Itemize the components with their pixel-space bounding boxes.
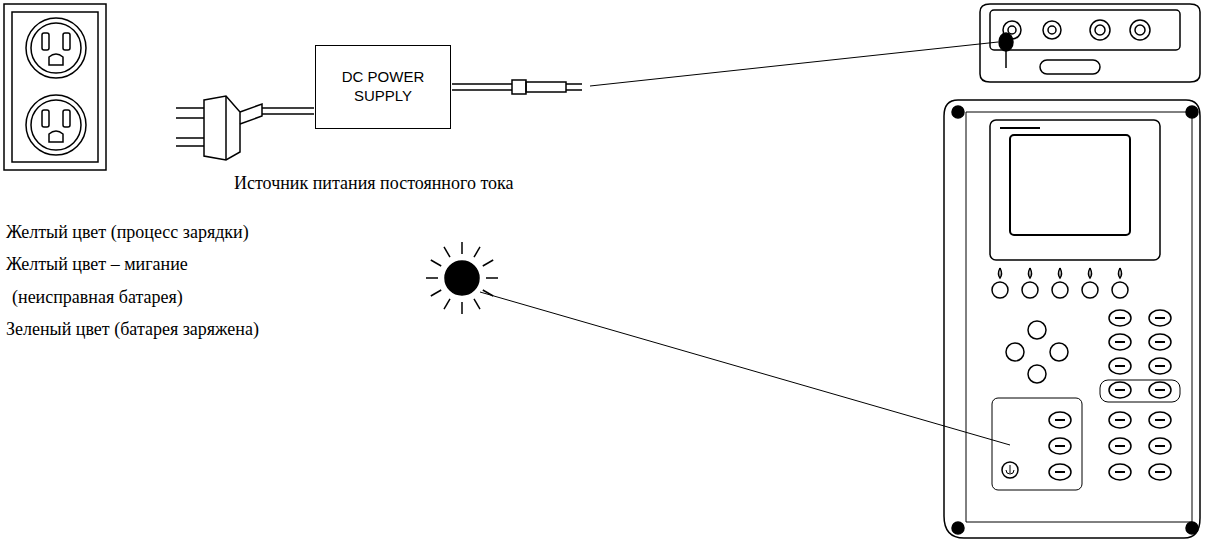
led-ray xyxy=(431,260,441,266)
key-mark xyxy=(1115,365,1125,367)
softkey-mark xyxy=(1119,268,1122,278)
led-ray xyxy=(461,242,463,254)
key-button xyxy=(1149,412,1171,428)
status-label: Зеленый цвет (батарея заряжена) xyxy=(6,319,259,341)
wall-outlet xyxy=(4,4,106,170)
key-button xyxy=(1109,334,1131,350)
key-mark xyxy=(1155,317,1165,319)
key-button xyxy=(1149,334,1171,350)
key-button xyxy=(1149,438,1171,454)
key-mark xyxy=(1155,365,1165,367)
led-ray xyxy=(444,299,450,309)
key-button xyxy=(1109,358,1131,374)
softkey xyxy=(1112,282,1128,298)
key-mark xyxy=(1055,471,1065,473)
status-label: Желтый цвет (процесс зарядки) xyxy=(6,222,249,244)
key-button xyxy=(1149,310,1171,326)
device-front-view xyxy=(944,100,1200,538)
led-ray xyxy=(444,247,450,257)
leader-line xyxy=(480,292,1010,445)
caption-label: Источник питания постоянного тока xyxy=(234,173,514,195)
key-button xyxy=(1109,310,1131,326)
key-button xyxy=(1149,382,1171,398)
key-button xyxy=(1109,382,1131,398)
key-mark xyxy=(1115,389,1125,391)
dc-connector xyxy=(512,80,582,94)
power-plug xyxy=(176,96,262,160)
node-label: DC POWER SUPPLY xyxy=(335,68,431,106)
device-top-view xyxy=(980,4,1200,82)
status-label: (неисправная батарея) xyxy=(12,287,183,309)
output-cord xyxy=(452,84,512,90)
key-mark xyxy=(1115,445,1125,447)
softkey xyxy=(1022,282,1038,298)
softkey-mark xyxy=(1089,268,1092,278)
led-ray xyxy=(483,260,493,266)
key-button xyxy=(1049,412,1071,428)
key-mark xyxy=(1115,317,1125,319)
key-group xyxy=(1100,380,1180,402)
softkey xyxy=(1082,282,1098,298)
key-button xyxy=(1149,464,1171,480)
key-mark xyxy=(1155,389,1165,391)
softkey-mark xyxy=(1059,268,1062,278)
key-mark xyxy=(1155,341,1165,343)
key-button xyxy=(1109,438,1131,454)
key-mark xyxy=(1115,341,1125,343)
softkey xyxy=(1052,282,1068,298)
led-ray xyxy=(486,277,498,279)
key-button xyxy=(1109,412,1131,428)
softkey-mark xyxy=(1029,268,1032,278)
key-button xyxy=(1109,464,1131,480)
softkey xyxy=(992,282,1008,298)
led-ray xyxy=(431,290,441,296)
power-cord xyxy=(262,107,314,109)
softkey-mark xyxy=(999,268,1002,278)
led-symbol xyxy=(426,242,498,314)
leader-line xyxy=(590,42,998,86)
key-mark xyxy=(1115,419,1125,421)
key-button xyxy=(1049,464,1071,480)
key-mark xyxy=(1055,419,1065,421)
key-mark xyxy=(1155,419,1165,421)
key-mark xyxy=(1155,471,1165,473)
power-cord xyxy=(262,113,314,115)
key-button xyxy=(1049,438,1071,454)
led-ray xyxy=(474,247,480,257)
status-label: Желтый цвет – мигание xyxy=(6,254,188,276)
power-supply-box: DC POWER SUPPLY xyxy=(315,45,451,129)
key-mark xyxy=(1155,445,1165,447)
led-ray xyxy=(426,277,438,279)
key-mark xyxy=(1115,471,1125,473)
led-ray xyxy=(461,302,463,314)
key-mark xyxy=(1055,445,1065,447)
key-button xyxy=(1149,358,1171,374)
led-ray xyxy=(474,299,480,309)
